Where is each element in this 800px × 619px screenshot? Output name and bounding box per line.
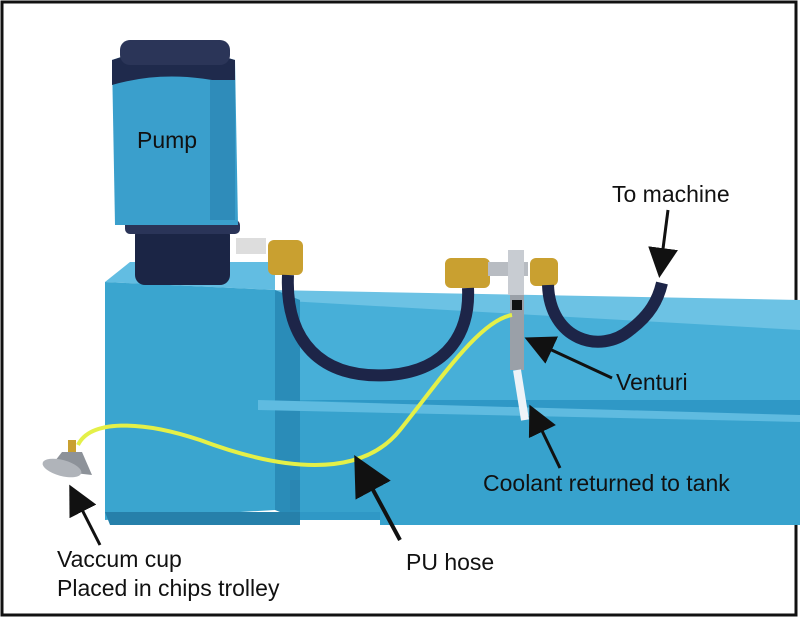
- venturi: [510, 295, 524, 370]
- arrow-pu-hose: [354, 454, 402, 541]
- pu-hose: [76, 313, 513, 467]
- label-pu-hose: PU hose: [406, 549, 494, 575]
- return-tube: [513, 369, 529, 421]
- arrow-vacuum-cup: [69, 484, 102, 546]
- vacuum-cup: [42, 440, 92, 478]
- brass-fittings: [268, 240, 558, 370]
- label-pump: Pump: [137, 127, 197, 153]
- pump: [112, 40, 266, 285]
- label-coolant-return: Coolant returned to tank: [483, 470, 730, 496]
- coolant-hose-to-machine: [542, 281, 668, 348]
- label-to-machine: To machine: [612, 181, 730, 207]
- label-vacuum-cup-placement: Placed in chips trolley: [57, 575, 280, 601]
- coolant-hose-pump-to-venturi: [281, 274, 475, 382]
- arrow-to-machine: [648, 209, 678, 278]
- arrow-venturi: [524, 336, 613, 380]
- arrow-coolant-return: [528, 404, 562, 469]
- label-venturi: Venturi: [616, 369, 688, 395]
- label-vacuum-cup: Vaccum cup: [57, 546, 182, 572]
